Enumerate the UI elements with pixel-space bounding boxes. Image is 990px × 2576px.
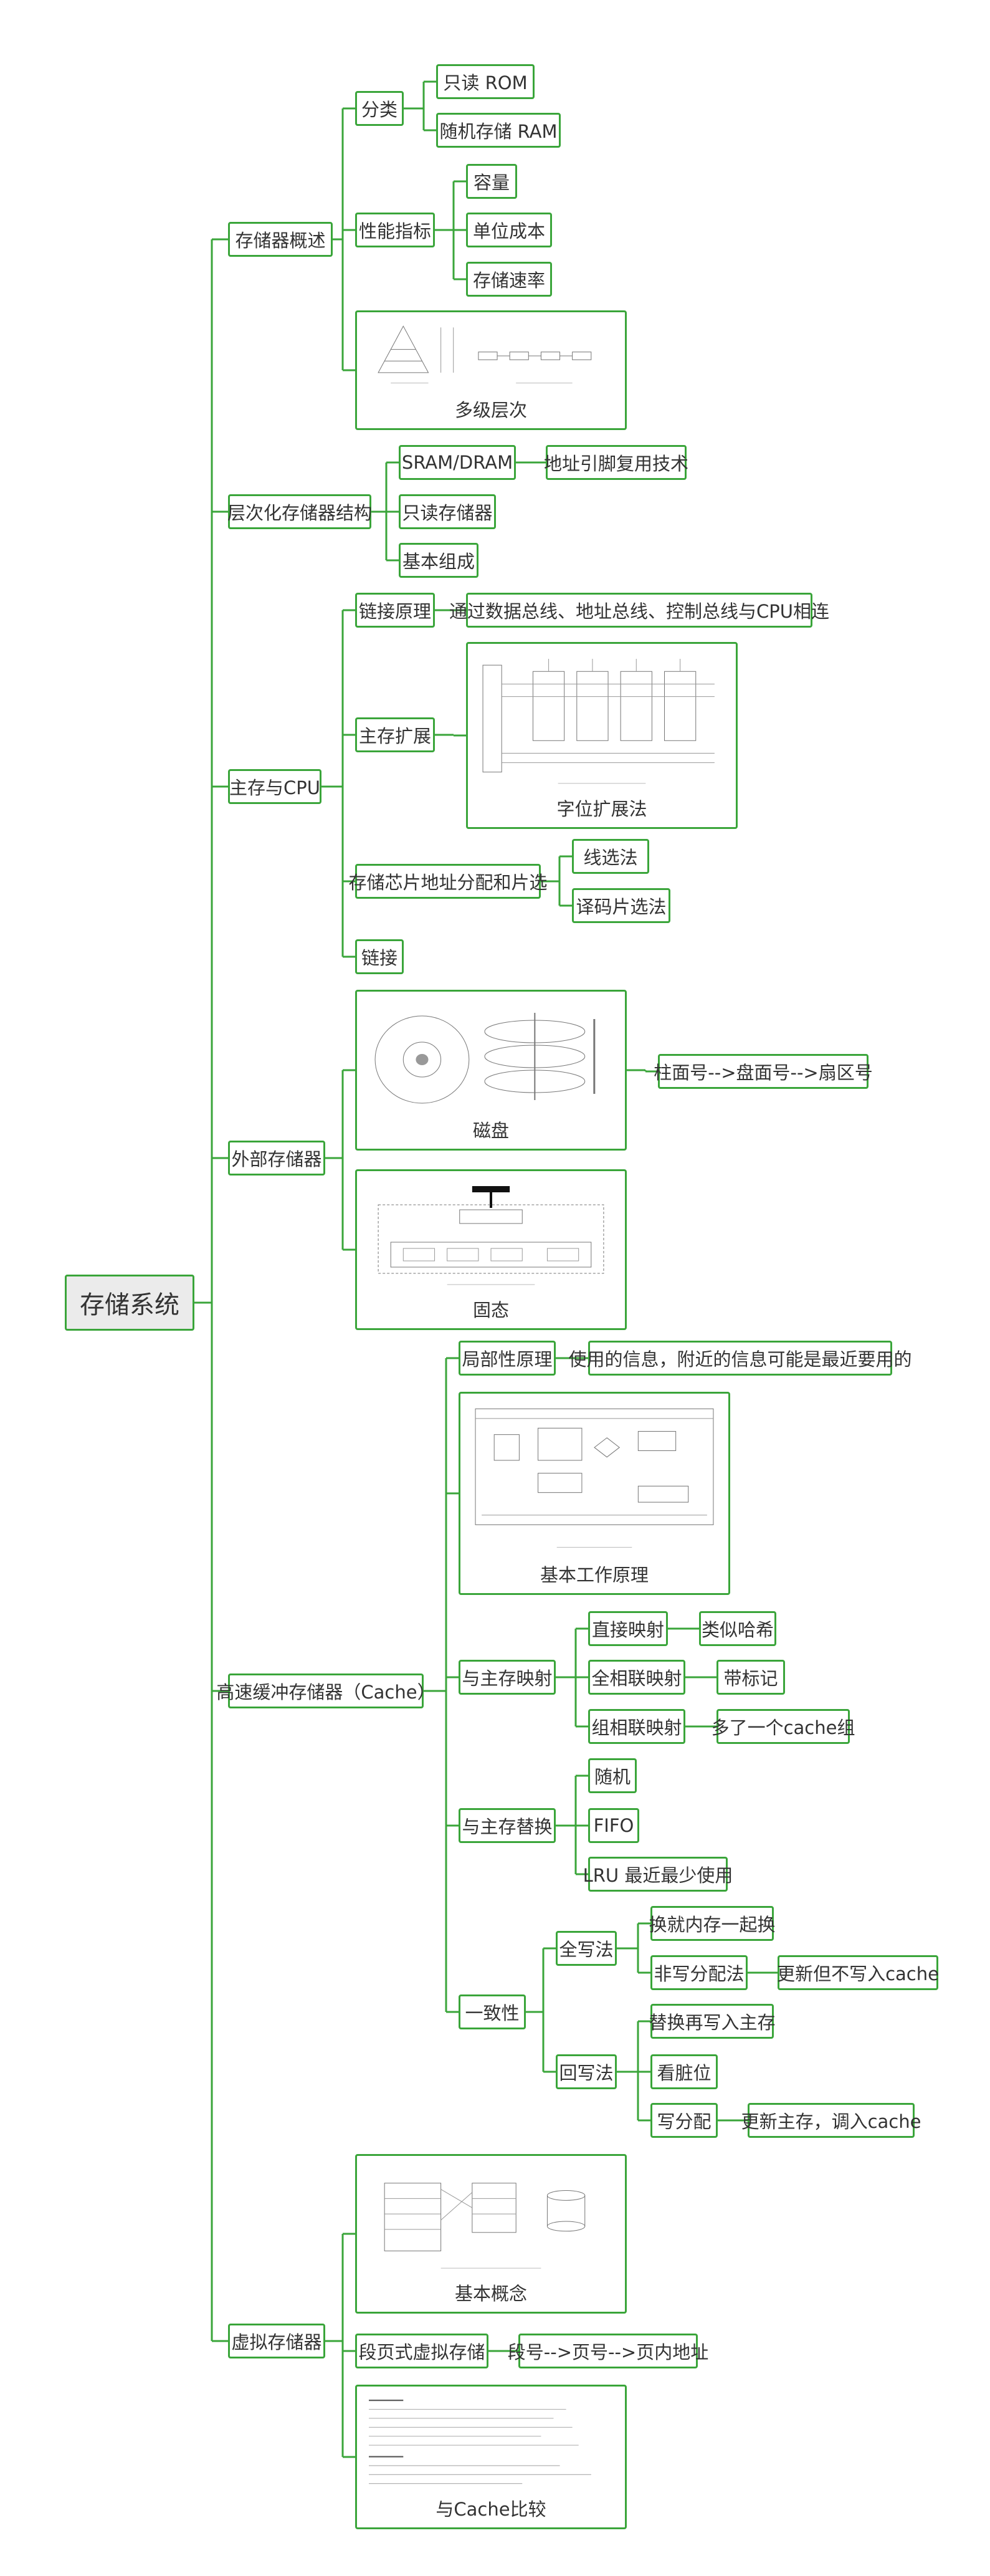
node-cache-group[interactable]: 多了一个cache组: [712, 1709, 855, 1744]
node-disk-address[interactable]: 柱面号-->盘面号-->扇区号: [654, 1054, 873, 1089]
node-no-write-alloc[interactable]: 非写分配法: [650, 1955, 748, 1990]
node-fifo[interactable]: FIFO: [588, 1808, 639, 1843]
node-addr-mux[interactable]: 地址引脚复用技术: [544, 445, 688, 480]
node-write-alloc[interactable]: 写分配: [650, 2103, 718, 2138]
node-chip-select[interactable]: 存储芯片地址分配和片选: [349, 864, 548, 899]
root-node[interactable]: 存储系统: [65, 1275, 194, 1331]
node-locality-desc[interactable]: 使用的信息，附近的信息可能是最近要用的: [569, 1341, 912, 1376]
node-readonly-mem[interactable]: 只读存储器: [399, 494, 496, 529]
node-consistency[interactable]: 一致性: [459, 1994, 526, 2029]
ssd-image: [366, 1180, 616, 1292]
node-ram[interactable]: 随机存储 RAM: [436, 113, 561, 148]
bit-word-expand-caption: 字位扩展法: [556, 798, 647, 820]
node-update-no-cache[interactable]: 更新但不写入cache: [777, 1955, 939, 1990]
node-update-load[interactable]: 更新主存，调入cache: [741, 2103, 921, 2138]
node-full-assoc[interactable]: 全相联映射: [588, 1660, 685, 1695]
node-lru[interactable]: LRU 最近最少使用: [583, 1857, 733, 1892]
levels-caption: 多级层次: [454, 400, 527, 421]
node-overview[interactable]: 存储器概述: [228, 222, 333, 257]
card-compare-cache[interactable]: 与Cache比较: [355, 2385, 627, 2529]
card-disk[interactable]: 磁盘: [355, 990, 627, 1151]
node-decode-select[interactable]: 译码片选法: [572, 888, 670, 923]
node-mem-cpu[interactable]: 主存与CPU: [228, 769, 321, 804]
node-rom[interactable]: 只读 ROM: [436, 64, 535, 99]
card-cache-work[interactable]: 基本工作原理: [459, 1392, 730, 1595]
node-direct-map[interactable]: 直接映射: [588, 1611, 668, 1646]
disk-caption: 磁盘: [472, 1120, 509, 1141]
node-hierarchy[interactable]: 层次化存储器结构: [227, 494, 372, 529]
ssd-caption: 固态: [472, 1300, 509, 1321]
node-speed[interactable]: 存储速率: [466, 262, 552, 297]
node-mapping[interactable]: 与主存映射: [459, 1660, 556, 1695]
node-write-both[interactable]: 换就内存一起换: [649, 1906, 776, 1941]
node-locality[interactable]: 局部性原理: [459, 1341, 556, 1376]
node-virtual-mem[interactable]: 虚拟存储器: [228, 2324, 325, 2358]
node-connect[interactable]: 链接: [355, 939, 404, 974]
compare-cache-caption: 与Cache比较: [436, 2499, 546, 2520]
node-link-principle[interactable]: 链接原理: [355, 593, 435, 628]
disk-image: [366, 1000, 616, 1113]
node-seg-page-offset[interactable]: 段号-->页号-->页内地址: [508, 2334, 708, 2368]
node-set-assoc[interactable]: 组相联映射: [588, 1709, 685, 1744]
node-segment-page[interactable]: 段页式虚拟存储: [355, 2334, 488, 2368]
node-write-through[interactable]: 全写法: [556, 1931, 617, 1966]
compare-cache-image: [366, 2395, 616, 2491]
node-replacement[interactable]: 与主存替换: [459, 1808, 556, 1843]
node-metrics[interactable]: 性能指标: [355, 213, 435, 247]
node-dirty-bit[interactable]: 看脏位: [650, 2054, 718, 2089]
node-hash-like[interactable]: 类似哈希: [699, 1611, 776, 1646]
node-sram-dram[interactable]: SRAM/DRAM: [399, 445, 516, 480]
node-mem-expand[interactable]: 主存扩展: [355, 717, 435, 752]
node-basic-composition[interactable]: 基本组成: [399, 543, 478, 578]
card-levels[interactable]: 多级层次: [355, 310, 627, 430]
node-random[interactable]: 随机: [588, 1758, 637, 1793]
levels-image: [366, 321, 616, 392]
cache-work-caption: 基本工作原理: [540, 1564, 649, 1586]
card-bit-word-expand[interactable]: 字位扩展法: [466, 642, 738, 829]
bit-word-expand-image: [477, 653, 727, 791]
card-ssd[interactable]: 固态: [355, 1169, 627, 1330]
node-with-tag[interactable]: 带标记: [716, 1660, 785, 1695]
node-write-back[interactable]: 回写法: [556, 2054, 617, 2089]
vm-concept-caption: 基本概念: [454, 2283, 527, 2304]
node-bus-connection[interactable]: 通过数据总线、地址总线、控制总线与CPU相连: [449, 593, 829, 628]
node-replace-write[interactable]: 替换再写入主存: [649, 2004, 776, 2039]
node-classify[interactable]: 分类: [355, 91, 404, 126]
vm-concept-image: [366, 2165, 616, 2276]
cache-work-image: [469, 1402, 720, 1557]
node-unit-cost[interactable]: 单位成本: [466, 213, 552, 247]
node-capacity[interactable]: 容量: [466, 164, 517, 199]
node-external-mem[interactable]: 外部存储器: [228, 1141, 325, 1175]
node-line-select[interactable]: 线选法: [572, 839, 649, 874]
node-cache[interactable]: 高速缓冲存储器（Cache）: [216, 1673, 436, 1708]
card-vm-concept[interactable]: 基本概念: [355, 2154, 627, 2314]
